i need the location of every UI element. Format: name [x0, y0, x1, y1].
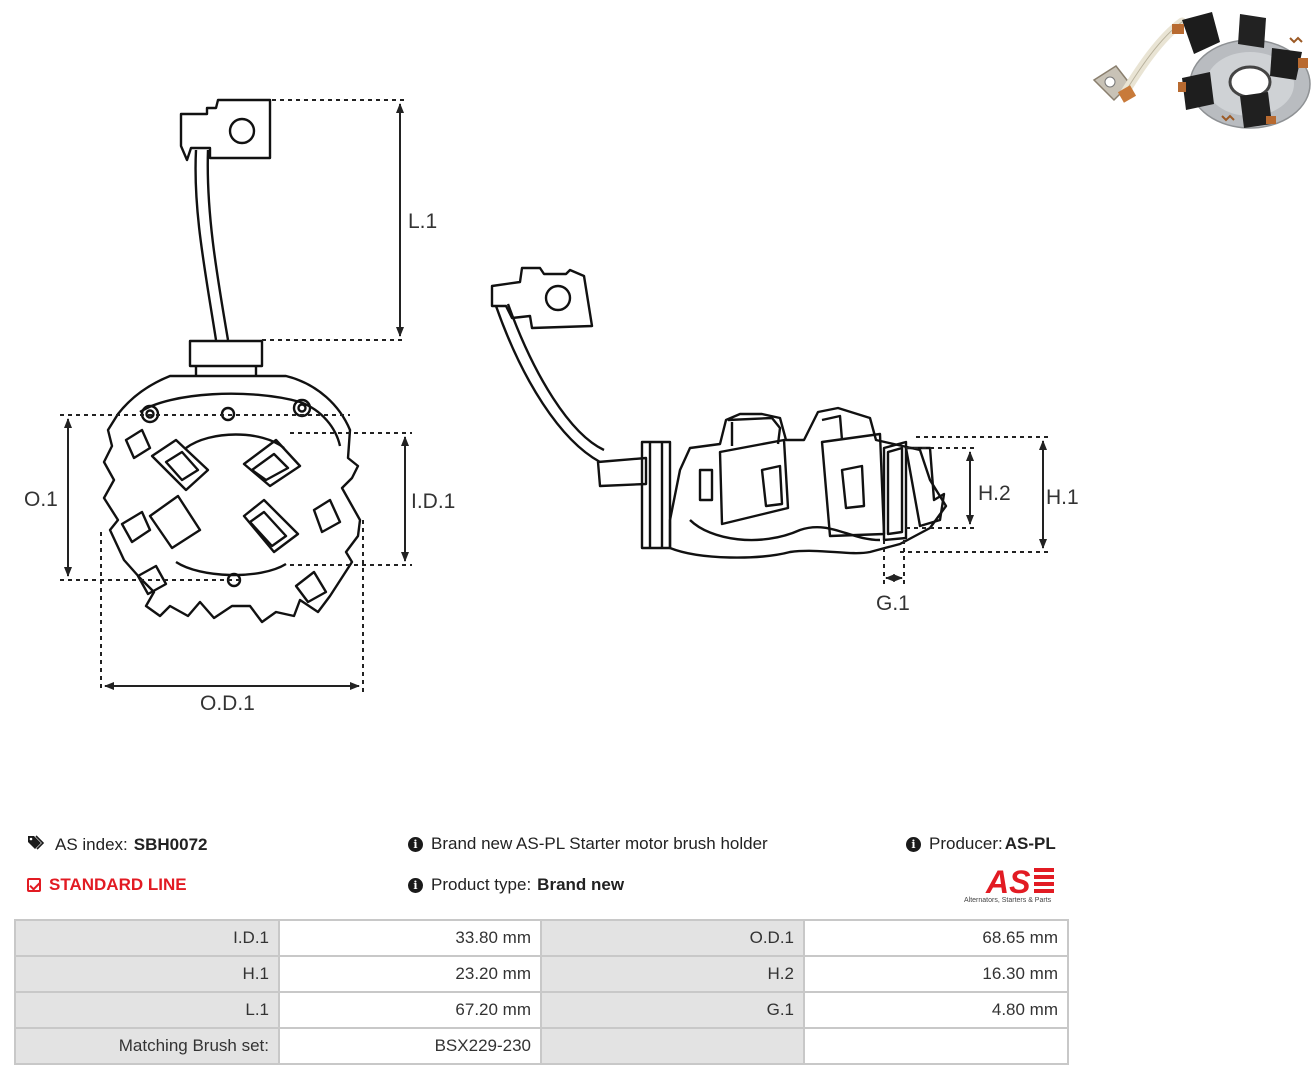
table-row: Matching Brush set: BSX229-230: [14, 1027, 1069, 1065]
standard-line-row: STANDARD LINE: [27, 875, 187, 895]
product-type-row: i Product type: Brand new: [408, 875, 624, 895]
as-index-value: SBH0072: [133, 834, 208, 854]
producer-value: AS-PL: [1004, 834, 1056, 853]
as-index-label: AS index:: [55, 834, 128, 854]
dim-label-o1: O.1: [24, 488, 58, 511]
dim-label-od1: O.D.1: [200, 692, 255, 715]
description-row: i Brand new AS-PL Starter motor brush ho…: [408, 834, 768, 854]
dim-label-id1: I.D.1: [411, 490, 455, 513]
check-square-icon: [27, 878, 41, 892]
dim-label-h2: H.2: [978, 482, 1011, 505]
product-type-label: Product type:: [431, 875, 532, 894]
spec-label: L.1: [14, 991, 280, 1029]
tag-icon: [27, 834, 47, 855]
spec-value: 4.80 mm: [803, 991, 1069, 1029]
dim-label-g1: G.1: [876, 592, 910, 615]
spec-value: 67.20 mm: [278, 991, 542, 1029]
spec-value: BSX229-230: [278, 1027, 542, 1065]
technical-drawing: L.1 O.1 I.D.1 O.D.1 H.2 H.1 G.1: [24, 8, 1312, 715]
spec-value-empty: [803, 1027, 1069, 1065]
spec-value: 23.20 mm: [278, 955, 542, 993]
table-row: H.1 23.20 mm H.2 16.30 mm: [14, 955, 1069, 993]
table-row: I.D.1 33.80 mm O.D.1 68.65 mm: [14, 919, 1069, 957]
spec-label-empty: [540, 1027, 805, 1065]
spec-table: I.D.1 33.80 mm O.D.1 68.65 mm H.1 23.20 …: [14, 919, 1069, 1065]
as-index-row: AS index: SBH0072: [27, 834, 207, 855]
spec-label: Matching Brush set:: [14, 1027, 280, 1065]
dim-label-h1: H.1: [1046, 486, 1079, 509]
spec-label: I.D.1: [14, 919, 280, 957]
spec-value: 16.30 mm: [803, 955, 1069, 993]
spec-value: 68.65 mm: [803, 919, 1069, 957]
spec-label: H.2: [540, 955, 805, 993]
spec-label: G.1: [540, 991, 805, 1029]
dimension-labels: L.1 O.1 I.D.1 O.D.1 H.2 H.1 G.1: [24, 210, 1079, 715]
dimension-lines: [60, 99, 1050, 692]
info-circle-icon: i: [906, 836, 921, 852]
logo-tagline: Alternators, Starters & Parts: [964, 897, 1052, 904]
as-pl-logo: AS Alternators, Starters & Parts: [964, 864, 1068, 908]
producer-row: i Producer: AS-PL: [906, 834, 1056, 854]
producer-label: Producer:: [929, 834, 1003, 853]
spec-label: H.1: [14, 955, 280, 993]
info-circle-icon: i: [408, 877, 423, 893]
product-type-value: Brand new: [537, 875, 625, 894]
dim-label-l1: L.1: [408, 210, 437, 233]
as-logo-mark: AS: [985, 864, 1054, 900]
table-row: L.1 67.20 mm G.1 4.80 mm: [14, 991, 1069, 1029]
svg-text:AS: AS: [985, 864, 1031, 898]
description-text: Brand new AS-PL Starter motor brush hold…: [431, 834, 768, 853]
side-view-drawing: [490, 266, 948, 559]
product-photo: [1090, 8, 1312, 132]
spec-label: O.D.1: [540, 919, 805, 957]
info-circle-icon: i: [408, 836, 423, 852]
standard-line-label: STANDARD LINE: [49, 875, 187, 894]
spec-value: 33.80 mm: [278, 919, 542, 957]
top-view-drawing: [102, 98, 362, 624]
